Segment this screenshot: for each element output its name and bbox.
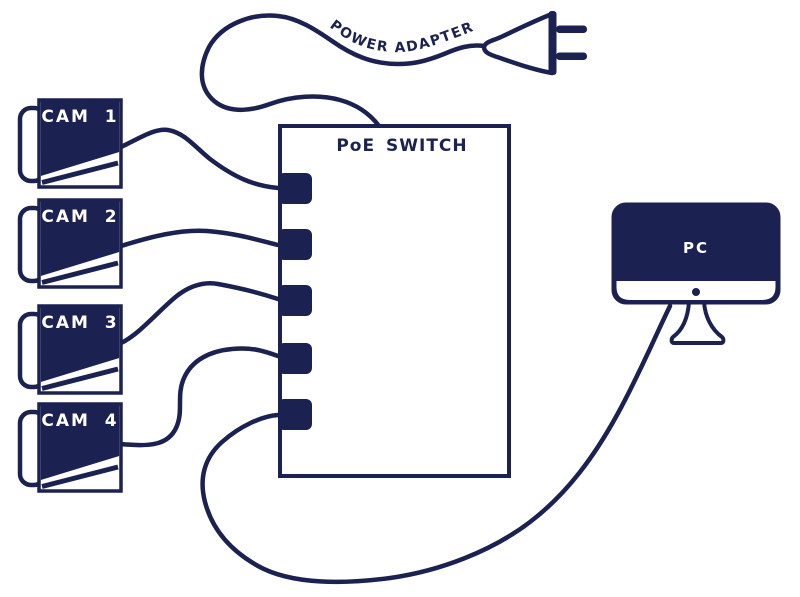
cam1-cable — [118, 127, 281, 191]
camera-3: CAM 3 — [20, 306, 121, 393]
switch-port-4 — [278, 343, 312, 374]
switch-port-2 — [278, 229, 312, 260]
camera-3-label: CAM 3 — [41, 313, 118, 333]
cam4-cable — [118, 346, 281, 448]
camera-1-label: CAM 1 — [41, 107, 118, 127]
camera-4: CAM 4 — [20, 404, 121, 491]
cam2-cable — [118, 228, 281, 249]
switch-port-1 — [278, 173, 312, 204]
camera-4-label: CAM 4 — [41, 411, 118, 431]
poe-switch: PoE SWITCH — [278, 124, 511, 478]
pc-computer: PC — [611, 202, 781, 345]
pc-cable — [200, 303, 673, 585]
plug-bell — [481, 11, 555, 76]
power-cable — [199, 13, 487, 129]
plug-prong-top — [556, 25, 587, 33]
pc-monitor — [611, 202, 781, 305]
power-plug-icon — [481, 11, 587, 76]
cam3-cable — [118, 281, 281, 346]
pc-camera-dot-icon — [692, 288, 700, 296]
plug-prong-bottom — [556, 52, 587, 60]
switch-port-3 — [278, 285, 312, 316]
camera-2-label: CAM 2 — [41, 207, 118, 227]
plug-face — [548, 11, 557, 75]
camera-1: CAM 1 — [20, 100, 121, 187]
pc-stand — [669, 300, 726, 345]
camera-2: CAM 2 — [20, 200, 121, 287]
poe-switch-box — [278, 124, 511, 478]
pc-label: PC — [683, 239, 709, 257]
poe-switch-label: PoE SWITCH — [336, 136, 467, 156]
switch-port-5 — [278, 399, 312, 430]
